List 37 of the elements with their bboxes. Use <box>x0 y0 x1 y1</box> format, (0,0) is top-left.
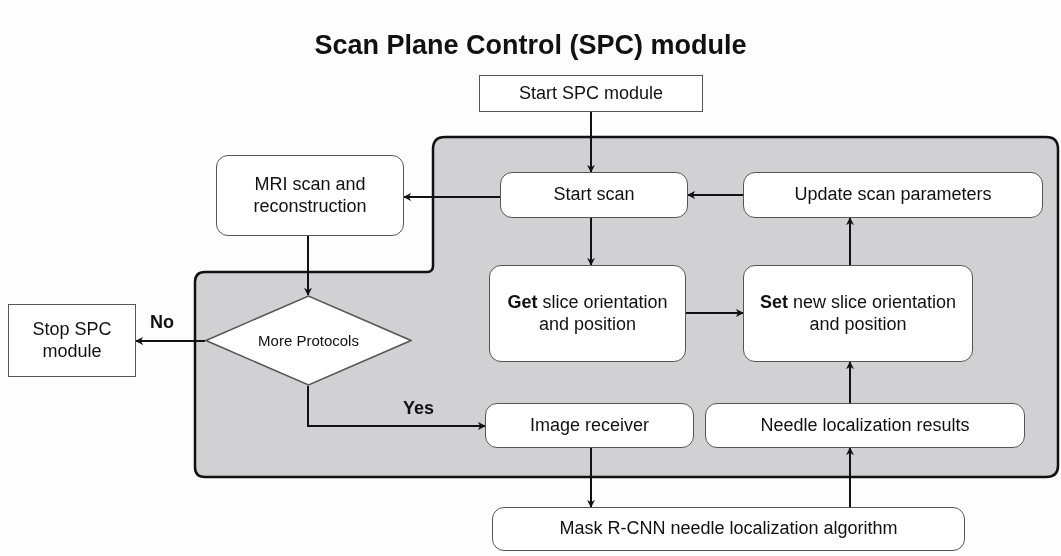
process-box <box>485 403 694 448</box>
arrow <box>587 111 595 173</box>
process-box <box>705 403 1025 448</box>
process-box <box>216 155 404 236</box>
arrow <box>846 447 854 508</box>
arrow <box>846 361 854 404</box>
arrow <box>307 385 486 430</box>
node-text: Needle localization results <box>759 414 971 437</box>
arrow <box>587 447 595 508</box>
arrow <box>685 309 744 317</box>
diagram-title: Scan Plane Control (SPC) module <box>313 30 748 61</box>
node-text: Update scan parameters <box>793 184 993 206</box>
decision-diamond <box>205 295 412 386</box>
edge-label: Yes <box>403 398 435 419</box>
node-text: Set new slice orientation and position <box>758 291 958 336</box>
node-text: MRI scan and reconstruction <box>252 173 368 218</box>
node-text: Start SPC module <box>517 82 665 105</box>
node-text: Mask R-CNN needle localization algorithm <box>558 518 899 540</box>
arrow <box>687 191 744 199</box>
process-box <box>500 172 688 218</box>
arrow <box>304 235 312 296</box>
edge-label: No <box>150 312 174 333</box>
process-box <box>743 172 1043 218</box>
node-text: Stop SPC module <box>31 318 113 363</box>
end-box <box>8 304 136 377</box>
process-box <box>492 507 965 551</box>
node-text: More Protocols <box>257 331 360 350</box>
node-text: Start scan <box>552 184 636 206</box>
arrow <box>403 193 501 201</box>
start-box <box>479 75 703 112</box>
arrow <box>846 217 854 266</box>
arrow <box>135 337 206 345</box>
node-text: Image receiver <box>528 414 651 437</box>
process-box <box>489 265 686 362</box>
node-text: Get slice orientation and position <box>506 291 669 336</box>
process-box <box>743 265 973 362</box>
arrow <box>587 217 595 266</box>
